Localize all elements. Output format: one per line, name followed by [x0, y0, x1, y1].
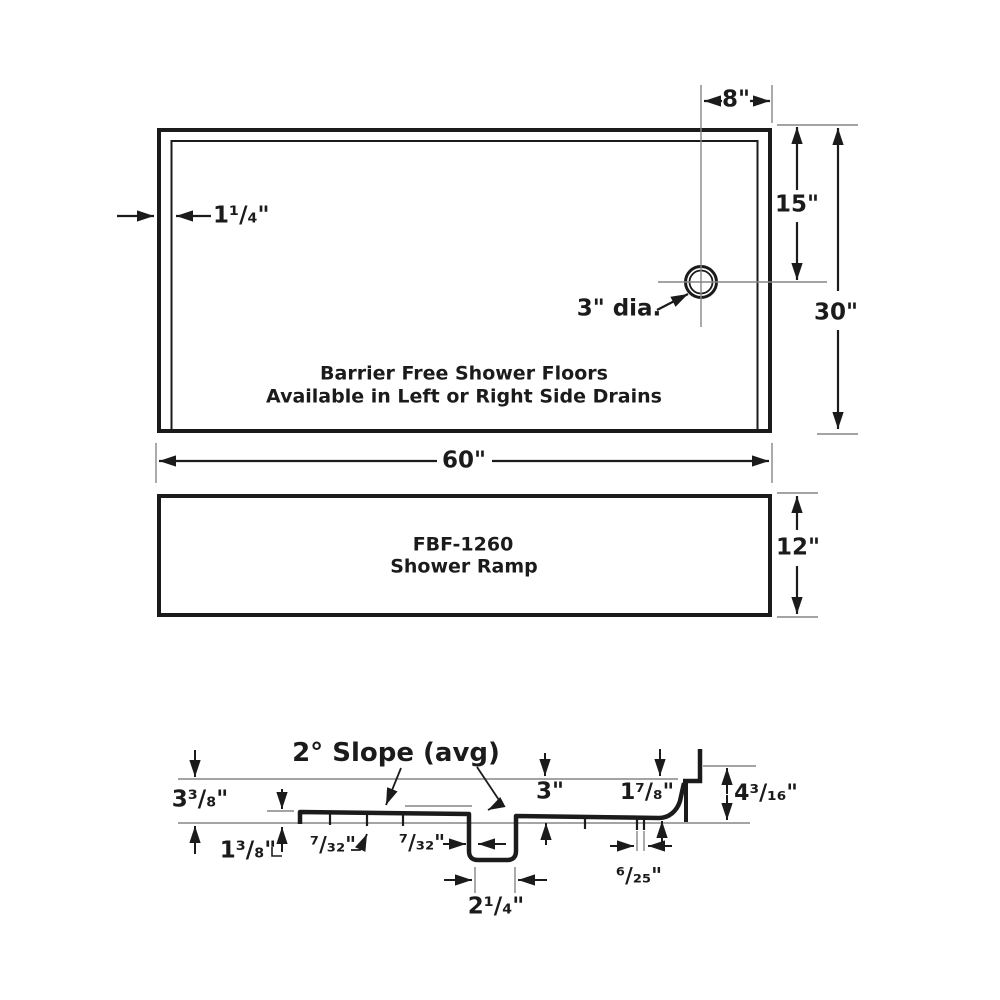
leader-1-3-8	[271, 847, 282, 857]
ramp-model-label: FBF-1260	[412, 533, 514, 556]
leader-drain-diameter	[656, 293, 689, 311]
plan-title-line1: Barrier Free Shower Floors	[320, 362, 608, 385]
plan-view-lines	[117, 85, 858, 483]
flange-height-label: 4³/₁₆"	[734, 781, 798, 806]
ramp-view-lines	[157, 492, 818, 618]
drain-offset-right-label: 8"	[722, 86, 750, 113]
plan-width-label: 60"	[442, 447, 486, 474]
floor-height-right-label: 3"	[536, 778, 564, 805]
leader-7-32-groove	[351, 833, 368, 852]
plan-outline	[157, 128, 772, 433]
leader-slope-right	[476, 766, 506, 811]
ramp-outline	[157, 494, 772, 617]
ramp-edge-height-label: 1³/₈"	[219, 837, 277, 864]
tread-grooves	[328, 813, 646, 830]
slope-note-label: 2° Slope (avg)	[292, 738, 500, 768]
right-edge-height-label: 1⁷/₈"	[619, 780, 675, 805]
leader-slope-left	[385, 767, 402, 806]
drain-offset-top-label: 15"	[775, 191, 819, 218]
groove-spacing-label: ⁶/₂₅"	[615, 863, 663, 888]
tread-groove-depth-label: ⁷/₃₂"	[309, 832, 357, 857]
ramp-product-label: Shower Ramp	[390, 555, 538, 578]
left-rim-height-label: 3³/₈"	[171, 786, 229, 813]
plan-inner-edge	[170, 140, 759, 431]
section-tile-flange	[683, 749, 703, 784]
plan-title-line2: Available in Left or Right Side Drains	[266, 385, 662, 408]
plan-depth-label: 30"	[814, 299, 858, 326]
drain-diameter-label: 3" dia.	[576, 295, 662, 322]
section-profile	[297, 782, 687, 863]
drain-lip-width-label: ⁷/₃₂"	[398, 830, 446, 855]
ramp-depth-label: 12"	[776, 534, 820, 561]
drain-channel-width-label: 2¹/₄"	[467, 893, 525, 920]
wall-thickness-label: 1¹/₄"	[213, 202, 270, 229]
section-view-lines	[178, 749, 756, 893]
